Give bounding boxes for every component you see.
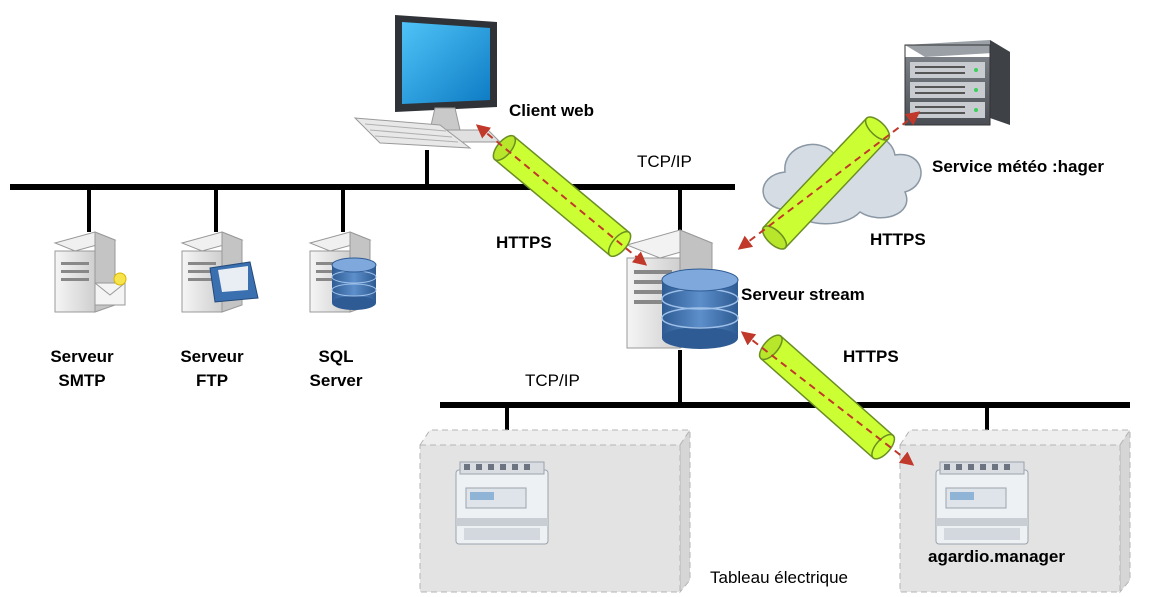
electrical-module-icon — [935, 461, 1029, 545]
https-tunnel-client — [475, 124, 648, 266]
sql-label-line2: Server — [310, 371, 363, 390]
mail-server-icon — [53, 231, 127, 313]
https-right-label: HTTPS — [870, 230, 926, 249]
desktop-computer-icon — [353, 15, 502, 149]
tcpip-top-label: TCP/IP — [637, 152, 692, 171]
tableau-label: Tableau électrique — [710, 568, 848, 587]
smtp-label-line1: Serveur — [50, 347, 114, 366]
https-left-label: HTTPS — [496, 233, 552, 252]
serveur-stream-label: Serveur stream — [741, 285, 865, 304]
electrical-module-icon — [455, 461, 549, 545]
ftp-server-icon — [180, 231, 259, 313]
server-rack-icon — [904, 40, 1010, 126]
ftp-label-line1: Serveur — [180, 347, 244, 366]
https-tunnel-meteo — [737, 111, 921, 250]
sql-server-icon — [308, 231, 377, 313]
ftp-label-line2: FTP — [196, 371, 228, 390]
https-tunnel-agardio — [740, 331, 915, 466]
service-meteo-label: Service météo :hager — [932, 157, 1104, 176]
agardio-label: agardio.manager — [928, 547, 1065, 566]
sql-label-line1: SQL — [319, 347, 354, 366]
tcpip-bottom-label: TCP/IP — [525, 371, 580, 390]
client-web-label: Client web — [509, 101, 594, 120]
https-bottom-label: HTTPS — [843, 347, 899, 366]
stream-server-icon — [625, 229, 739, 349]
smtp-label-line2: SMTP — [58, 371, 105, 390]
